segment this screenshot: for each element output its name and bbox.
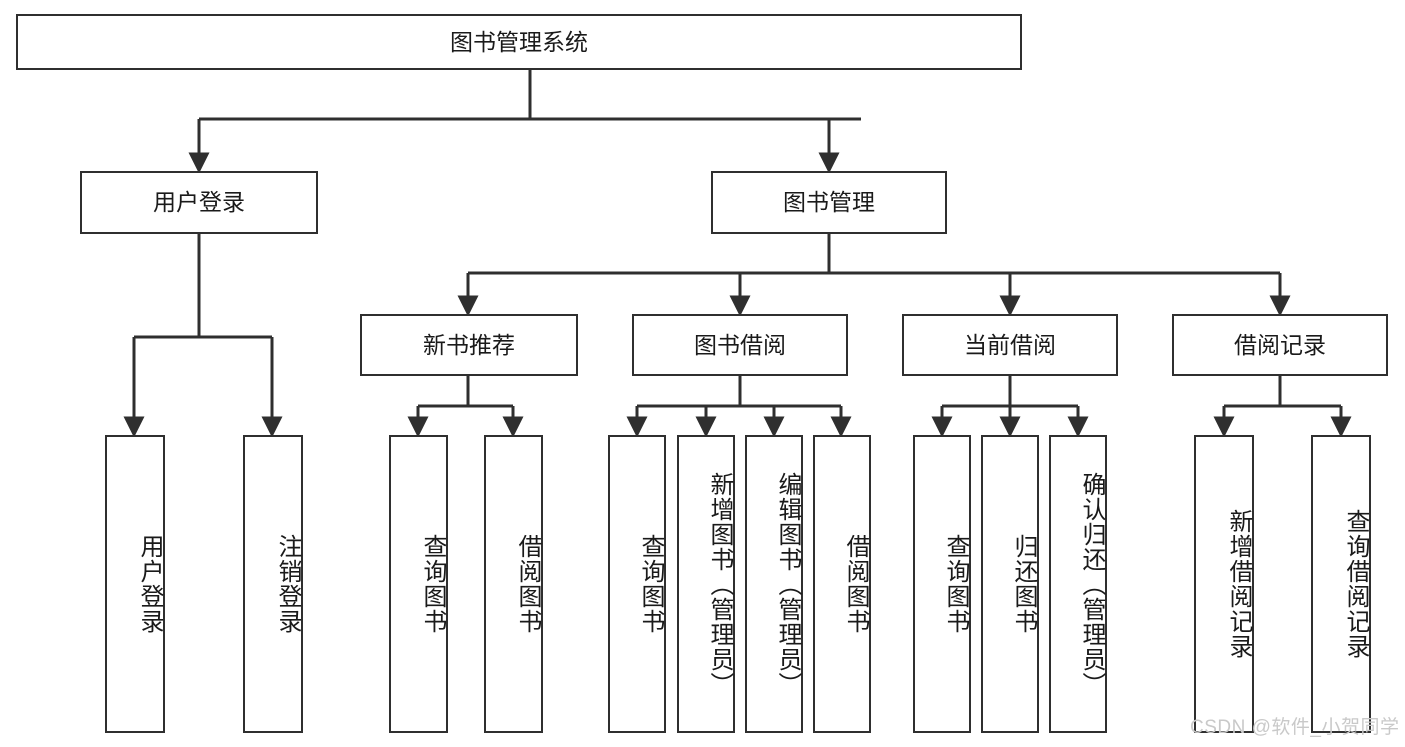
node-leaf-add-record[interactable]: 新增借阅记录 (1194, 435, 1254, 733)
node-leaf-query-book-rec[interactable]: 查询图书 (389, 435, 448, 733)
node-leaf-query-record-label: 查询借阅记录 (1342, 509, 1369, 659)
node-root-label: 图书管理系统 (450, 28, 588, 55)
node-leaf-borrow-book[interactable]: 借阅图书 (813, 435, 871, 733)
node-leaf-borrow-book-label: 借阅图书 (842, 534, 869, 634)
node-new-book-rec-label: 新书推荐 (423, 331, 515, 358)
node-new-book-rec[interactable]: 新书推荐 (360, 314, 578, 376)
node-leaf-borrow-book-rec-label: 借阅图书 (514, 534, 541, 634)
node-leaf-return-book[interactable]: 归还图书 (981, 435, 1039, 733)
node-borrow-record[interactable]: 借阅记录 (1172, 314, 1388, 376)
node-leaf-confirm-return[interactable]: 确认归还（管理员） (1049, 435, 1107, 733)
node-leaf-add-book[interactable]: 新增图书（管理员） (677, 435, 735, 733)
node-leaf-user-login-label: 用户登录 (136, 534, 163, 634)
node-leaf-query-book-cur[interactable]: 查询图书 (913, 435, 971, 733)
node-book-manage-label: 图书管理 (783, 189, 875, 216)
node-borrow-record-label: 借阅记录 (1234, 331, 1326, 358)
watermark: CSDN @软件_小贺同学 (1190, 717, 1400, 738)
node-leaf-query-book-borrow[interactable]: 查询图书 (608, 435, 666, 733)
node-user-login-label: 用户登录 (153, 189, 245, 216)
node-book-borrow-label: 图书借阅 (694, 331, 786, 358)
node-leaf-edit-book[interactable]: 编辑图书（管理员） (745, 435, 803, 733)
node-leaf-query-book-cur-label: 查询图书 (942, 534, 969, 634)
node-root[interactable]: 图书管理系统 (16, 14, 1022, 70)
node-leaf-edit-book-label: 编辑图书（管理员） (774, 471, 801, 697)
node-leaf-user-login[interactable]: 用户登录 (105, 435, 165, 733)
node-leaf-confirm-return-label: 确认归还（管理员） (1078, 471, 1105, 697)
node-user-login[interactable]: 用户登录 (80, 171, 318, 234)
node-leaf-add-record-label: 新增借阅记录 (1225, 509, 1252, 659)
node-current-borrow[interactable]: 当前借阅 (902, 314, 1118, 376)
node-leaf-borrow-book-rec[interactable]: 借阅图书 (484, 435, 543, 733)
node-leaf-logout[interactable]: 注销登录 (243, 435, 303, 733)
node-book-borrow[interactable]: 图书借阅 (632, 314, 848, 376)
node-leaf-return-book-label: 归还图书 (1010, 534, 1037, 634)
node-leaf-add-book-label: 新增图书（管理员） (706, 471, 733, 697)
node-leaf-query-record[interactable]: 查询借阅记录 (1311, 435, 1371, 733)
node-leaf-query-book-rec-label: 查询图书 (419, 534, 446, 634)
node-leaf-query-book-borrow-label: 查询图书 (637, 534, 664, 634)
node-book-manage[interactable]: 图书管理 (711, 171, 947, 234)
node-current-borrow-label: 当前借阅 (964, 331, 1056, 358)
node-leaf-logout-label: 注销登录 (274, 534, 301, 634)
